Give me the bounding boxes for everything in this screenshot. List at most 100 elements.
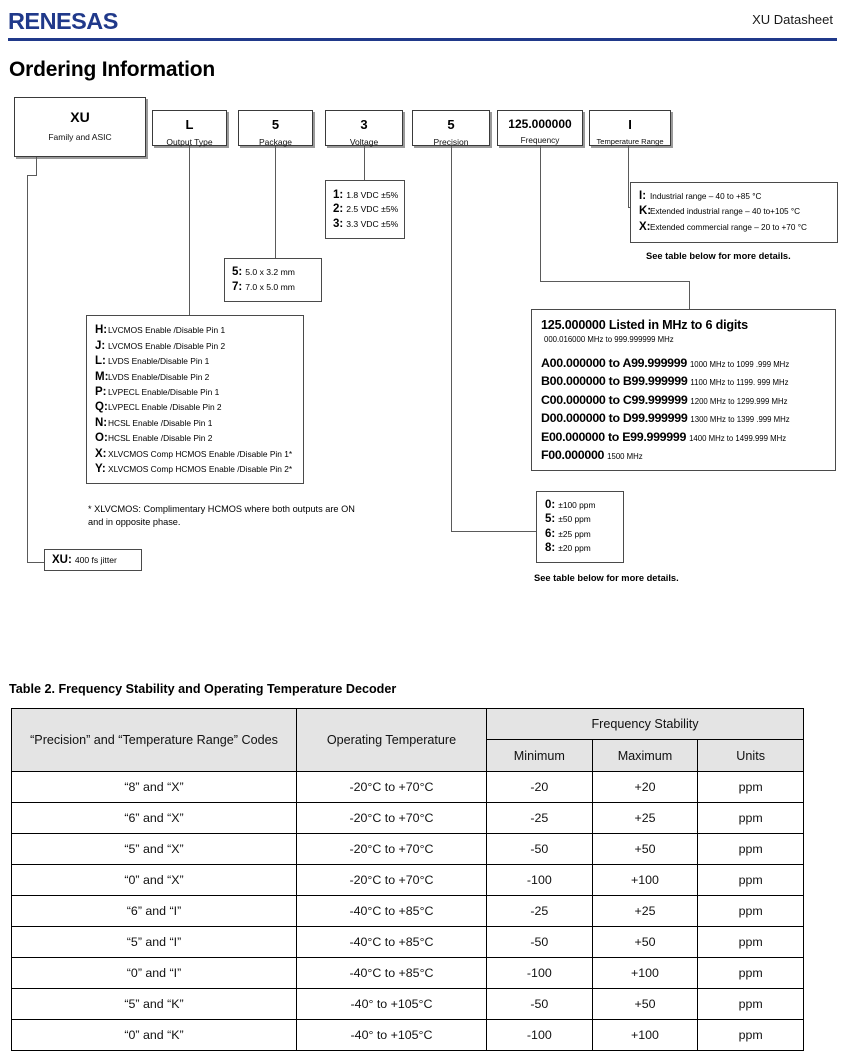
callout-key: 5: bbox=[232, 266, 243, 278]
frequency-range: 1500 MHz bbox=[607, 452, 643, 461]
callout-value: LVDS Enable/Disable Pin 1 bbox=[108, 356, 210, 367]
part-segment-code: XU bbox=[70, 109, 90, 125]
callout-value: 3.3 VDC ±5% bbox=[346, 218, 399, 229]
document-title: XU Datasheet bbox=[752, 12, 833, 27]
cell-operating-temperature: -40°C to +85°C bbox=[296, 895, 487, 927]
callout-key: Y: bbox=[95, 462, 106, 475]
cell-minimum: -25 bbox=[486, 895, 593, 927]
cell-operating-temperature: -40°C to +85°C bbox=[296, 926, 487, 958]
leader-line-package bbox=[275, 146, 277, 258]
callout-key: 6: bbox=[545, 527, 556, 540]
callout-row: 1: 1.8 VDC ±5% bbox=[333, 189, 398, 201]
callout-key: XU: bbox=[52, 554, 72, 566]
leader-line-family bbox=[27, 175, 37, 177]
frequency-range-row: F00.000000 1500 MHz bbox=[541, 448, 835, 462]
frequency-title: 125.000000 Listed in MHz to 6 digits bbox=[541, 318, 748, 332]
part-segment-code: 5 bbox=[447, 117, 455, 132]
leader-line-output-type bbox=[189, 146, 191, 315]
part-segment-label: Frequency bbox=[520, 136, 560, 145]
callout-value: Extended industrial range – 40 to+105 °C bbox=[650, 207, 801, 217]
cell-minimum: -20 bbox=[486, 771, 593, 803]
callout-value: Industrial range – 40 to +85 °C bbox=[650, 192, 762, 202]
column-header-frequency-stability-group: Frequency Stability bbox=[486, 708, 804, 740]
cell-units: ppm bbox=[697, 802, 804, 834]
callout-row: Q: LVPECL Enable /Disable Pin 2 bbox=[95, 401, 303, 413]
cell-maximum: +50 bbox=[591, 988, 699, 1020]
part-segment-label: Package bbox=[258, 137, 293, 147]
frequency-stability-table: “Precision” and “Temperature Range” Code… bbox=[11, 708, 804, 1051]
callout-output-type: H: LVCMOS Enable /Disable Pin 1 J: LVCMO… bbox=[86, 315, 304, 485]
callout-key: N: bbox=[95, 416, 108, 429]
callout-row: K: Extended industrial range – 40 to+105… bbox=[639, 205, 829, 217]
callout-value: LVPECL Enable /Disable Pin 2 bbox=[108, 402, 222, 413]
callout-row: H: LVCMOS Enable /Disable Pin 1 bbox=[95, 324, 303, 336]
callout-row: L: LVDS Enable/Disable Pin 1 bbox=[95, 355, 303, 367]
callout-key: I: bbox=[639, 190, 647, 203]
callout-key: 5: bbox=[545, 513, 556, 526]
callout-key: X: bbox=[95, 447, 107, 460]
part-segment-label: Family and ASIC bbox=[48, 132, 112, 142]
precision-note: See table below for more details. bbox=[534, 573, 679, 583]
cell-codes: “8” and “X” bbox=[11, 771, 297, 803]
page-title: Ordering Information bbox=[9, 58, 216, 81]
callout-value: HCSL Enable /Disable Pin 2 bbox=[108, 433, 213, 444]
leader-line-frequency bbox=[689, 281, 691, 309]
callout-key: 7: bbox=[232, 281, 243, 293]
cell-codes: “6” and “I” bbox=[11, 895, 297, 927]
callout-frequency: 125.000000 Listed in MHz to 6 digits 000… bbox=[531, 309, 836, 471]
callout-key: K: bbox=[639, 205, 652, 218]
callout-key: O: bbox=[95, 432, 108, 445]
page-header: RENESAS XU Datasheet bbox=[0, 0, 845, 44]
cell-operating-temperature: -20°C to +70°C bbox=[296, 833, 487, 865]
cell-maximum: +100 bbox=[591, 1019, 699, 1051]
temperature-range-note: See table below for more details. bbox=[646, 251, 791, 261]
callout-value: ±25 ppm bbox=[558, 528, 591, 539]
cell-minimum: -50 bbox=[486, 988, 593, 1020]
callout-family-jitter: XU: 400 fs jitter bbox=[44, 549, 142, 571]
part-segment-frequency: 125.000000 Frequency bbox=[497, 110, 583, 146]
callout-row: 5: 5.0 x 3.2 mm bbox=[232, 266, 314, 278]
cell-minimum: -100 bbox=[486, 957, 593, 989]
part-segment-output-type: L Output Type bbox=[152, 110, 227, 146]
column-header-operating-temperature: Operating Temperature bbox=[296, 708, 487, 772]
callout-value: LVDS Enable/Disable Pin 2 bbox=[108, 371, 210, 382]
callout-row: 0: ±100 ppm bbox=[545, 499, 615, 511]
cell-units: ppm bbox=[697, 1019, 804, 1051]
callout-row: P: LVPECL Enable/Disable Pin 1 bbox=[95, 386, 303, 398]
callout-row: Y: XLVCMOS Comp HCMOS Enable /Disable Pi… bbox=[95, 463, 303, 475]
leader-line-frequency bbox=[540, 281, 690, 283]
part-segment-label: Precision bbox=[433, 137, 469, 147]
callout-value: 2.5 VDC ±5% bbox=[346, 204, 399, 214]
cell-maximum: +100 bbox=[591, 864, 699, 896]
frequency-range-row: A00.000000 to A99.999999 1000 MHz to 109… bbox=[541, 356, 835, 370]
frequency-code: D00.000000 to D99.999999 bbox=[541, 411, 688, 425]
callout-precision: 0: ±100 ppm 5: ±50 ppm 6: ±25 ppm 8: ±20… bbox=[536, 491, 624, 563]
callout-row: X: Extended commercial range – 20 to +70… bbox=[639, 221, 829, 233]
cell-minimum: -50 bbox=[486, 833, 593, 865]
callout-row: M: LVDS Enable/Disable Pin 2 bbox=[95, 371, 303, 383]
cell-units: ppm bbox=[697, 771, 804, 803]
cell-operating-temperature: -20°C to +70°C bbox=[296, 864, 487, 896]
leader-line-temperature bbox=[628, 146, 630, 208]
callout-value: 5.0 x 3.2 mm bbox=[245, 267, 295, 277]
callout-key: L: bbox=[95, 355, 106, 368]
callout-row: 7: 7.0 x 5.0 mm bbox=[232, 281, 314, 293]
frequency-range-row: E00.000000 to E99.999999 1400 MHz to 149… bbox=[541, 430, 835, 444]
part-segment-voltage: 3 Voltage bbox=[325, 110, 403, 146]
cell-units: ppm bbox=[697, 833, 804, 865]
cell-operating-temperature: -20°C to +70°C bbox=[296, 771, 487, 803]
frequency-code: E00.000000 to E99.999999 bbox=[541, 429, 687, 444]
frequency-code: C00.000000 to C99.999999 bbox=[541, 392, 688, 407]
frequency-code: B00.000000 to B99.999999 bbox=[541, 374, 688, 388]
callout-key: Q: bbox=[95, 401, 108, 414]
cell-maximum: +50 bbox=[591, 833, 699, 865]
leader-line-family bbox=[36, 157, 38, 175]
leader-line-precision bbox=[451, 146, 453, 532]
callout-key: 0: bbox=[545, 498, 556, 511]
